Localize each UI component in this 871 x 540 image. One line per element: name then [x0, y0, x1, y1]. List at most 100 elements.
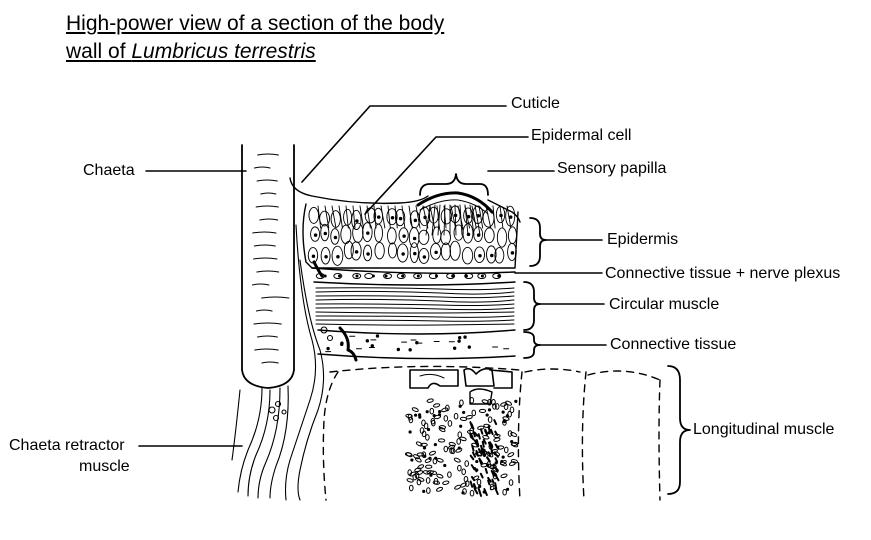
longitudinal-fibre [437, 438, 446, 443]
epidermal-cell [507, 242, 517, 261]
title-line-1: High-power view of a section of the body [66, 12, 445, 35]
longitudinal-fibre [415, 441, 423, 447]
longitudinal-fibre [421, 419, 426, 427]
label-cuticle: Cuticle [511, 95, 560, 112]
longitudinal-fibre [492, 403, 497, 410]
longitudinal-fibre [447, 471, 452, 478]
longitudinal-fibre [487, 416, 493, 423]
plexus-cell [396, 273, 406, 279]
longitudinal-dot [422, 489, 426, 494]
cell-nucleus [311, 254, 316, 259]
papilla-brace [419, 173, 489, 196]
label-epidermal-cell: Epidermal cell [531, 127, 632, 144]
longitudinal-fibre [510, 458, 519, 464]
epidermal-cell [374, 241, 385, 260]
longitudinal-fibre [411, 407, 419, 413]
epidermal-cell [495, 205, 506, 224]
chaeta-striation [260, 192, 277, 195]
epidermal-cell [374, 223, 383, 243]
longitudinal-fibre [416, 452, 425, 457]
cell-wall [317, 205, 322, 229]
cell-nucleus [313, 233, 318, 237]
plexus-nucleus [497, 274, 501, 278]
cell-wall [499, 205, 504, 229]
connective-cell [457, 339, 461, 343]
chaeta-striation [253, 322, 282, 325]
epidermal-cell [440, 242, 451, 261]
longitudinal-fibre [503, 446, 509, 454]
longitudinal-fibre [429, 470, 438, 475]
longitudinal-fibre [405, 413, 413, 419]
cell-wall [338, 205, 343, 229]
epidermal-cell [310, 226, 321, 242]
longitudinal-fibre [442, 480, 450, 485]
cell-wall [345, 205, 349, 229]
longitudinal-fibre [426, 470, 434, 475]
longitudinal-fibre [436, 486, 444, 492]
epidermal-cell [330, 228, 340, 245]
longitudinal-dark [478, 489, 483, 497]
cell-wall [408, 205, 413, 229]
longitudinal-fibre [421, 430, 427, 438]
cell-wall [401, 205, 406, 229]
plexus-nucleus [434, 274, 438, 278]
plexus-cell [383, 273, 393, 279]
label-chaeta-retractor-line1: Chaeta retractor [9, 437, 125, 454]
circular-fibre [315, 290, 515, 295]
longitudinal-dark [494, 466, 499, 473]
epidermal-cell [396, 243, 409, 263]
epidermal-cell [395, 209, 406, 227]
circular-fibre [315, 295, 515, 299]
longitudinal-fibre [510, 432, 518, 437]
epidermal-cell [398, 227, 409, 243]
epidermal-cell [320, 246, 331, 265]
longitudinal-fibre [464, 480, 470, 487]
longitudinal-fibre [491, 399, 496, 406]
epidermal-cell [418, 229, 430, 245]
connective-cell [370, 344, 374, 348]
epidermal-cell [473, 226, 484, 243]
longitudinal-fibre [430, 417, 436, 425]
cell-nucleus [390, 215, 395, 220]
longitudinal-dot [487, 408, 492, 412]
longitudinal-fibre [432, 457, 438, 465]
chaeta-striation [252, 283, 270, 286]
longitudinal-fibre [453, 412, 459, 420]
epidermal-cell [494, 247, 505, 264]
cell-nucleus [366, 231, 370, 235]
longitudinal-fibre [420, 442, 428, 447]
longitudinal-fibre [457, 464, 462, 472]
cell-wall [471, 205, 477, 229]
cell-nucleus [336, 255, 340, 259]
longitudinal-fibre [507, 430, 513, 437]
epidermal-cell [496, 227, 508, 248]
longitudinal-fibre [500, 402, 508, 407]
longitudinal-fibre [476, 478, 482, 486]
papilla-cell [431, 204, 436, 236]
circular-fibre [315, 315, 515, 318]
longitudinal-fibre [500, 473, 508, 479]
plexus-cell [477, 273, 487, 279]
circular-brace [523, 281, 541, 331]
plexus-nucleus [337, 274, 341, 278]
connective-cell [467, 345, 472, 349]
epidermal-cell [461, 246, 474, 265]
longitudinal-fibre [429, 407, 435, 415]
cell-nucleus [323, 231, 328, 236]
label-longitudinal-muscle: Longitudinal muscle [693, 421, 835, 438]
title-line-2: wall of Lumbricus terrestris [66, 38, 444, 66]
epidermal-cell [440, 229, 451, 246]
longitudinal-fibre [407, 469, 413, 476]
cell-wall [366, 205, 371, 229]
longitudinal-fibre [499, 461, 507, 467]
longitudinal-fibre [448, 441, 456, 447]
cell-wall [394, 205, 398, 229]
longitudinal-dark [480, 448, 486, 457]
longitudinal-fibre [416, 478, 422, 486]
longitudinal-fibre [507, 452, 515, 458]
longitudinal-fibre [433, 414, 442, 420]
cell-wall [506, 205, 512, 229]
plexus-cell [364, 273, 374, 279]
cell-nucleus [434, 250, 438, 255]
cell-wall [359, 205, 364, 229]
